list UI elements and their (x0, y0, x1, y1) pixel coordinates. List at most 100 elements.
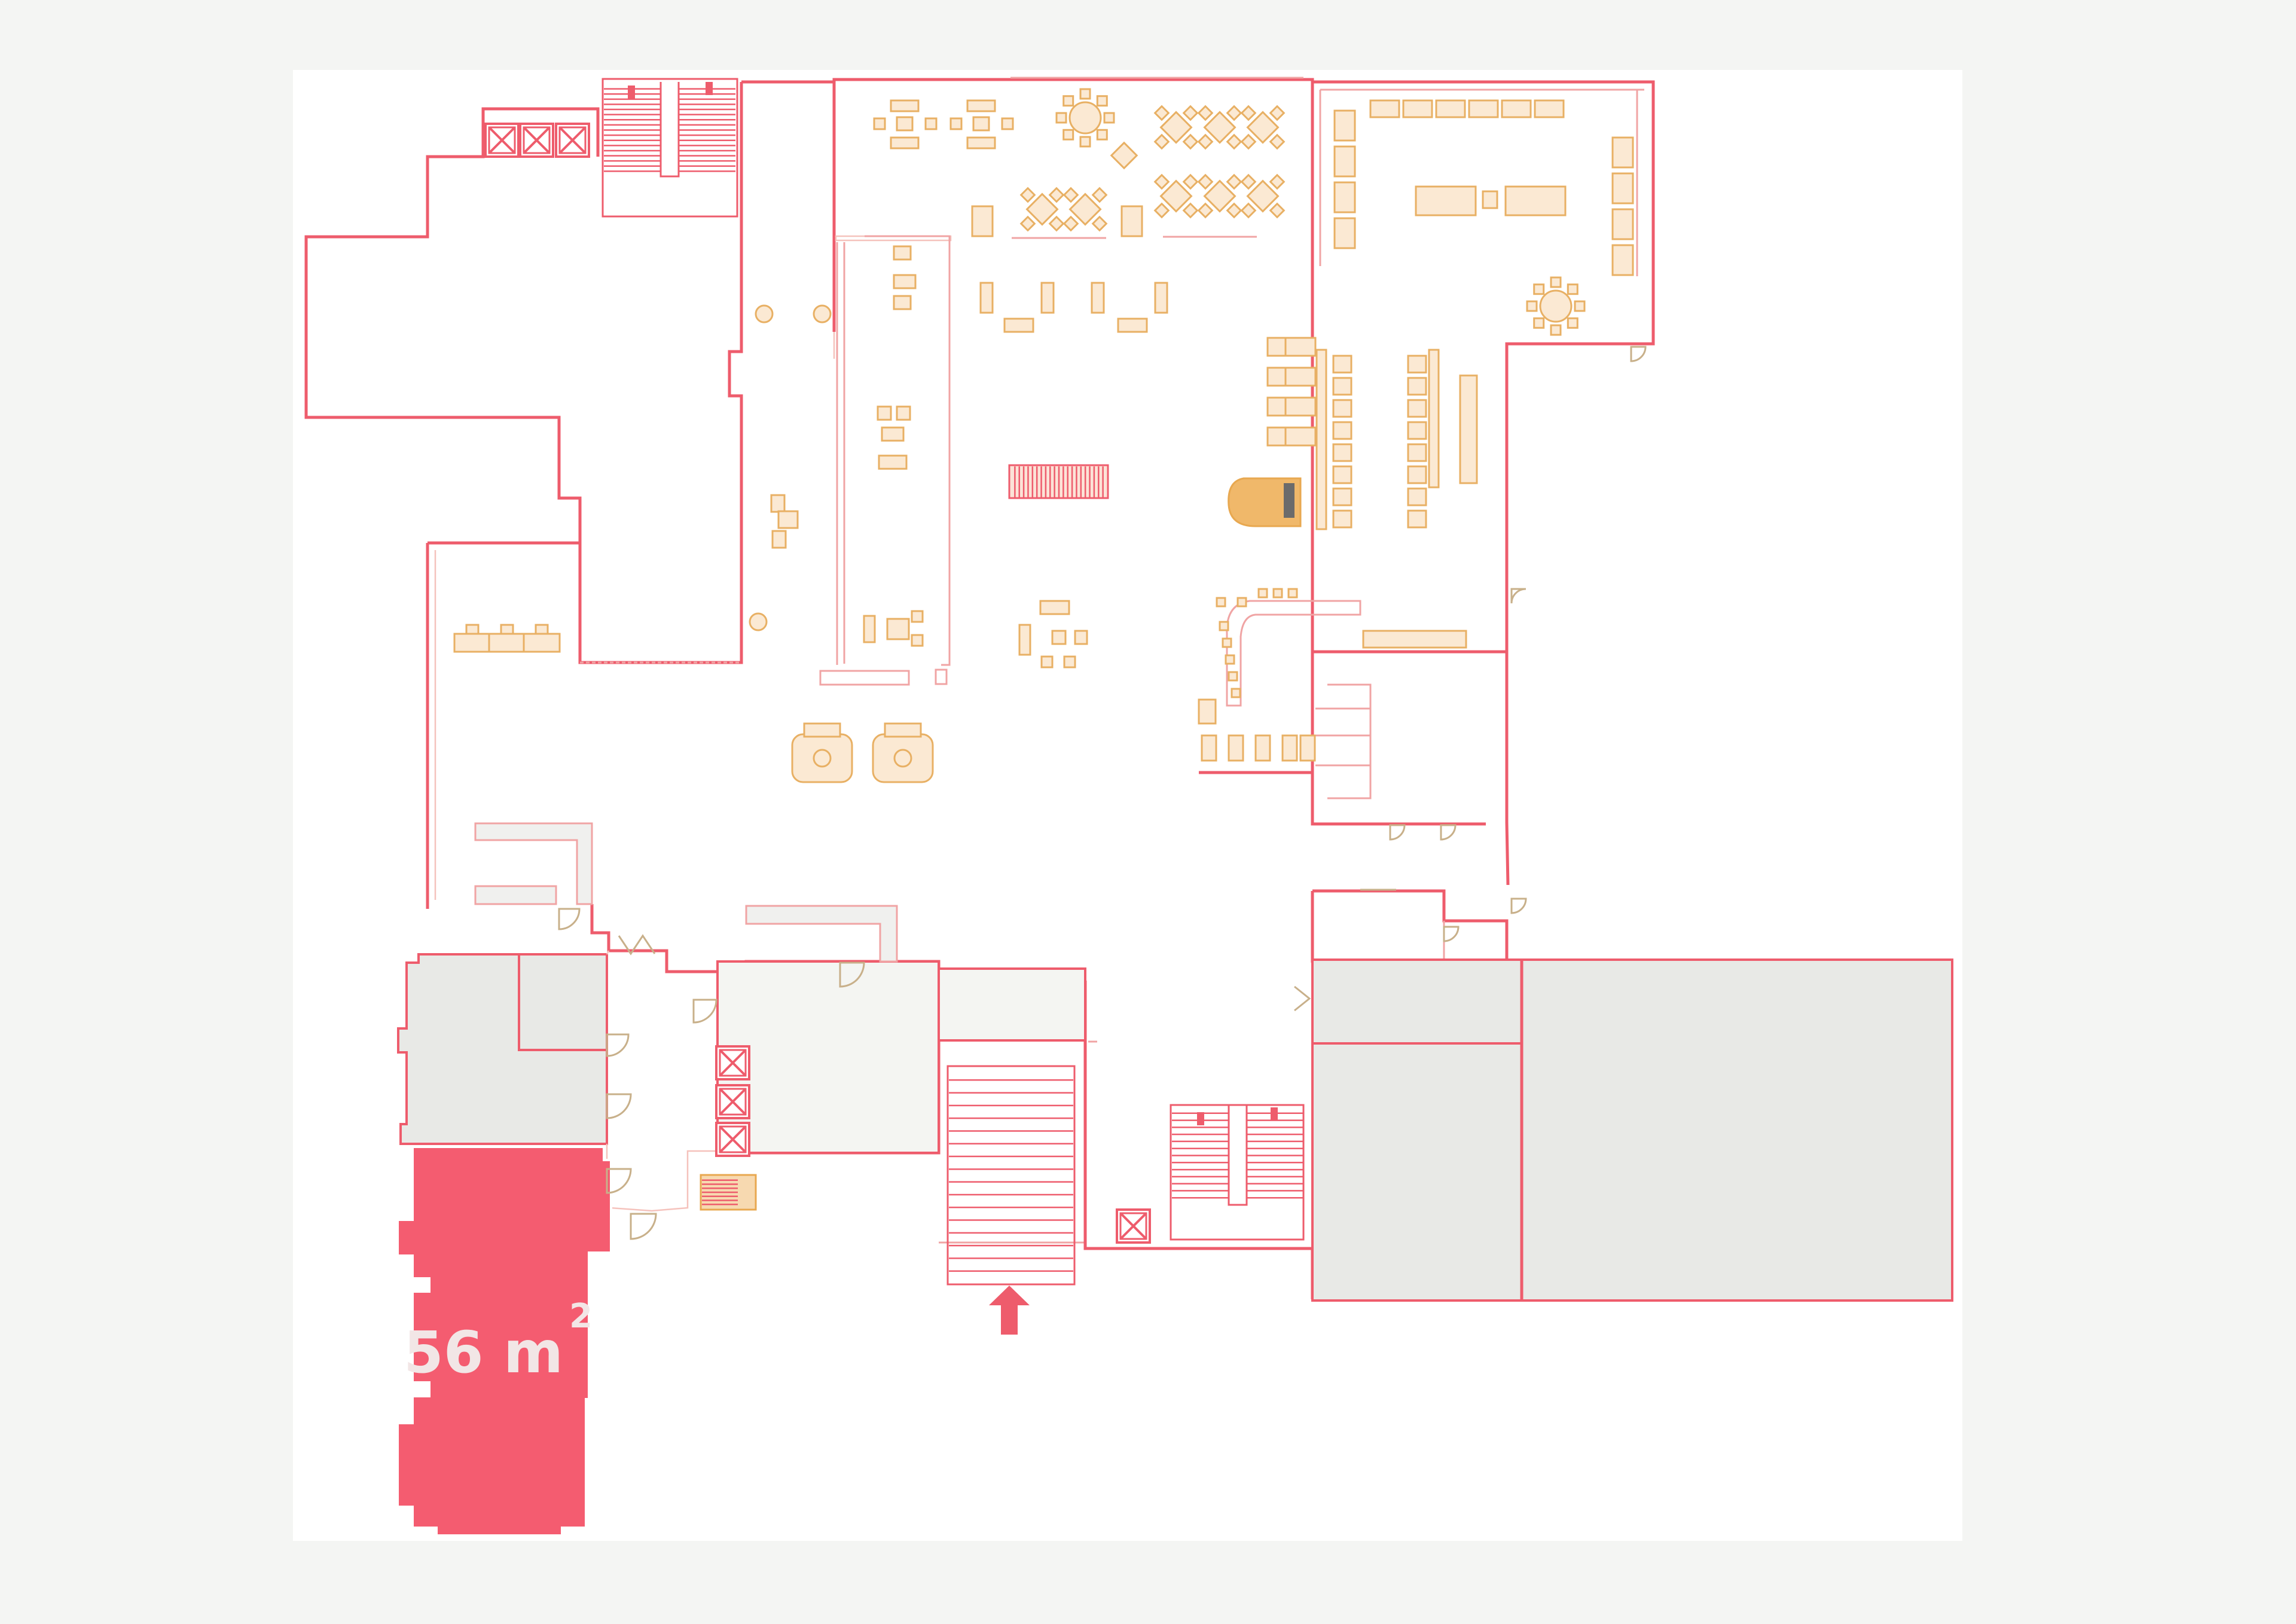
table (1482, 190, 1498, 209)
chair (1226, 202, 1242, 219)
table (1407, 509, 1427, 529)
large-rooms (1311, 958, 1953, 1302)
table (1332, 443, 1352, 462)
door-swing (1630, 346, 1647, 362)
chair (966, 136, 996, 149)
table (1201, 734, 1217, 762)
table (1254, 734, 1271, 762)
table (1415, 185, 1477, 216)
table (1219, 621, 1229, 631)
table (979, 282, 994, 314)
lift-inner (719, 1088, 747, 1116)
table (777, 510, 799, 529)
lift-cross (719, 1088, 747, 1116)
chair (1240, 133, 1257, 150)
lift-cross (719, 1125, 747, 1153)
table (893, 295, 912, 310)
table (1407, 399, 1427, 418)
table (896, 116, 914, 132)
table (863, 615, 876, 643)
table (523, 633, 561, 653)
chair (890, 99, 920, 112)
door-swing (839, 961, 865, 988)
round-table (1068, 101, 1102, 135)
table (1222, 637, 1232, 648)
table (1504, 185, 1567, 216)
door-swing (1443, 926, 1460, 942)
table (972, 116, 990, 132)
table (1611, 208, 1634, 240)
chair (1048, 187, 1065, 203)
chair (1269, 105, 1286, 121)
lift-inner (558, 126, 587, 154)
table (1216, 597, 1226, 608)
door-swing (1440, 824, 1457, 841)
diamond-table (1159, 111, 1193, 144)
chair (1096, 95, 1108, 107)
chair (1240, 202, 1257, 219)
table (1407, 465, 1427, 484)
chair (1550, 324, 1562, 336)
table (1110, 141, 1138, 170)
chair (1062, 215, 1079, 232)
chair (1240, 105, 1257, 121)
chair (1062, 129, 1074, 141)
seat (813, 304, 832, 323)
chair (924, 117, 938, 130)
diamond-table (1068, 193, 1102, 226)
diamond-table (1246, 111, 1280, 144)
table (1332, 421, 1352, 440)
table (453, 633, 491, 653)
table (1287, 588, 1298, 599)
table (1299, 734, 1316, 762)
table (881, 426, 905, 442)
table (1003, 318, 1034, 333)
entrance-arrow-icon (989, 1286, 1030, 1335)
diamond-table (1203, 179, 1236, 213)
chair (873, 117, 886, 130)
lift-cross (558, 126, 587, 154)
chair (1533, 317, 1545, 329)
table (1091, 282, 1105, 314)
table (1154, 282, 1168, 314)
table (1407, 421, 1427, 440)
lift-cross (719, 1049, 747, 1077)
chair (1062, 95, 1074, 107)
table (1332, 509, 1352, 529)
lift-inner (1119, 1212, 1147, 1240)
door-swing (606, 1033, 630, 1057)
table (1534, 99, 1565, 118)
table (1228, 671, 1238, 682)
furniture (453, 77, 1634, 783)
lift-inner (523, 126, 551, 154)
chair (1567, 283, 1578, 295)
round-table (1539, 289, 1573, 323)
chair (465, 624, 480, 635)
lounge-back (803, 722, 841, 738)
chair (1550, 276, 1562, 288)
table (1501, 99, 1532, 118)
table (1333, 217, 1356, 249)
table (1407, 487, 1427, 506)
table (1228, 734, 1244, 762)
table (1435, 99, 1466, 118)
chair (1197, 173, 1214, 190)
chair (1019, 215, 1036, 232)
door-swing (1510, 898, 1527, 914)
table (1257, 588, 1268, 599)
table (878, 454, 908, 470)
chair (966, 99, 996, 112)
area-superscript: 2 (569, 1297, 593, 1336)
table (1074, 630, 1088, 645)
lift-cross (1119, 1212, 1147, 1240)
door-swing (1510, 588, 1526, 604)
chair (1001, 117, 1014, 130)
lounge-back (884, 722, 922, 738)
chair (1019, 187, 1036, 203)
lifts (484, 123, 1151, 1244)
chair (1226, 173, 1242, 190)
table (1040, 282, 1055, 314)
table (1198, 698, 1217, 725)
doors (558, 346, 1647, 1240)
